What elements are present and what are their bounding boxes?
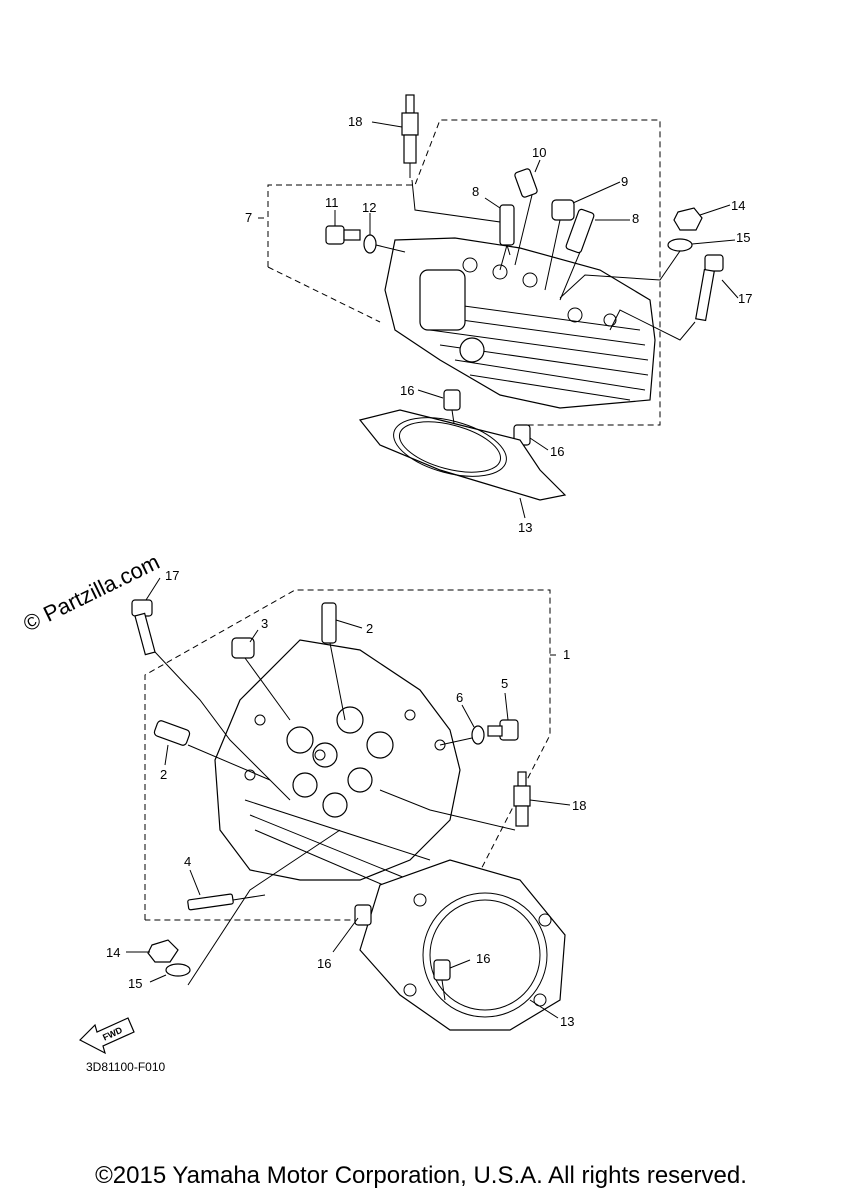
callout-3: 3 bbox=[261, 616, 268, 631]
callout-15-bottom: 15 bbox=[128, 976, 142, 991]
bolt-17-bottom bbox=[131, 599, 156, 656]
head-gasket-bottom bbox=[359, 859, 566, 1031]
plug-9 bbox=[551, 199, 575, 221]
callout-15-top: 15 bbox=[736, 230, 750, 245]
callout-7: 7 bbox=[245, 210, 252, 225]
callout-14-top: 14 bbox=[731, 198, 745, 213]
bolt-17-top bbox=[695, 254, 724, 322]
head-gasket-top bbox=[358, 409, 567, 501]
callout-5: 5 bbox=[501, 676, 508, 691]
washer-6 bbox=[471, 725, 485, 745]
nut-14-top bbox=[673, 207, 703, 231]
callout-9: 9 bbox=[621, 174, 628, 189]
rear-head-assembly bbox=[258, 94, 724, 501]
callout-13-top: 13 bbox=[518, 520, 532, 535]
fwd-arrow-icon: FWD bbox=[78, 1017, 135, 1055]
spark-plug-bottom bbox=[513, 771, 531, 827]
callout-4: 4 bbox=[184, 854, 191, 869]
callout-13-bottom: 13 bbox=[560, 1014, 574, 1029]
washer-15-top bbox=[667, 238, 693, 252]
callout-12: 12 bbox=[362, 200, 376, 215]
copyright-notice: ©2015 Yamaha Motor Corporation, U.S.A. A… bbox=[95, 1162, 747, 1189]
dowel-16-bottom-right bbox=[433, 959, 451, 981]
front-head-assembly: FWD bbox=[78, 589, 566, 1055]
callout-18-top: 18 bbox=[348, 114, 362, 129]
callout-2-left: 2 bbox=[160, 767, 167, 782]
callout-11: 11 bbox=[325, 195, 339, 210]
leader-lines bbox=[126, 121, 739, 1019]
callout-8-right: 8 bbox=[632, 211, 639, 226]
stud-4 bbox=[187, 893, 234, 911]
diagram-code: 3D81100-F010 bbox=[86, 1060, 165, 1074]
dowel-2-top bbox=[321, 602, 337, 644]
nut-14-bottom bbox=[147, 939, 179, 963]
callout-17-top: 17 bbox=[738, 291, 752, 306]
spark-plug-top bbox=[401, 94, 419, 178]
rear-cylinder-head bbox=[384, 237, 656, 409]
stud-10 bbox=[514, 168, 538, 198]
callout-8-left: 8 bbox=[472, 184, 479, 199]
callout-16-top-left: 16 bbox=[400, 383, 414, 398]
callout-1: 1 bbox=[563, 647, 570, 662]
bolt-11 bbox=[325, 225, 361, 245]
callout-labels: 18 10 9 8 8 11 12 7 14 15 17 16 16 13 17… bbox=[106, 114, 752, 1029]
callout-16-bottom-left: 16 bbox=[317, 956, 331, 971]
dowel-16-bottom-left bbox=[354, 904, 372, 926]
dowel-16-top-left bbox=[443, 389, 461, 411]
dowel-8-right bbox=[565, 208, 595, 254]
callout-14-bottom: 14 bbox=[106, 945, 120, 960]
callout-17-bottom: 17 bbox=[165, 568, 179, 583]
dowel-8-left bbox=[499, 204, 515, 246]
callout-6: 6 bbox=[456, 690, 463, 705]
washer-15-bottom bbox=[165, 963, 191, 977]
dowel-2-left bbox=[153, 720, 191, 746]
callout-18-bottom: 18 bbox=[572, 798, 586, 813]
plug-3 bbox=[231, 637, 255, 659]
washer-12 bbox=[363, 234, 377, 254]
callout-16-bottom-right: 16 bbox=[476, 951, 490, 966]
callout-10: 10 bbox=[532, 145, 546, 160]
bolt-5 bbox=[487, 719, 519, 741]
callout-2-top: 2 bbox=[366, 621, 373, 636]
callout-16-top-right: 16 bbox=[550, 444, 564, 459]
front-cylinder-head bbox=[214, 639, 461, 891]
